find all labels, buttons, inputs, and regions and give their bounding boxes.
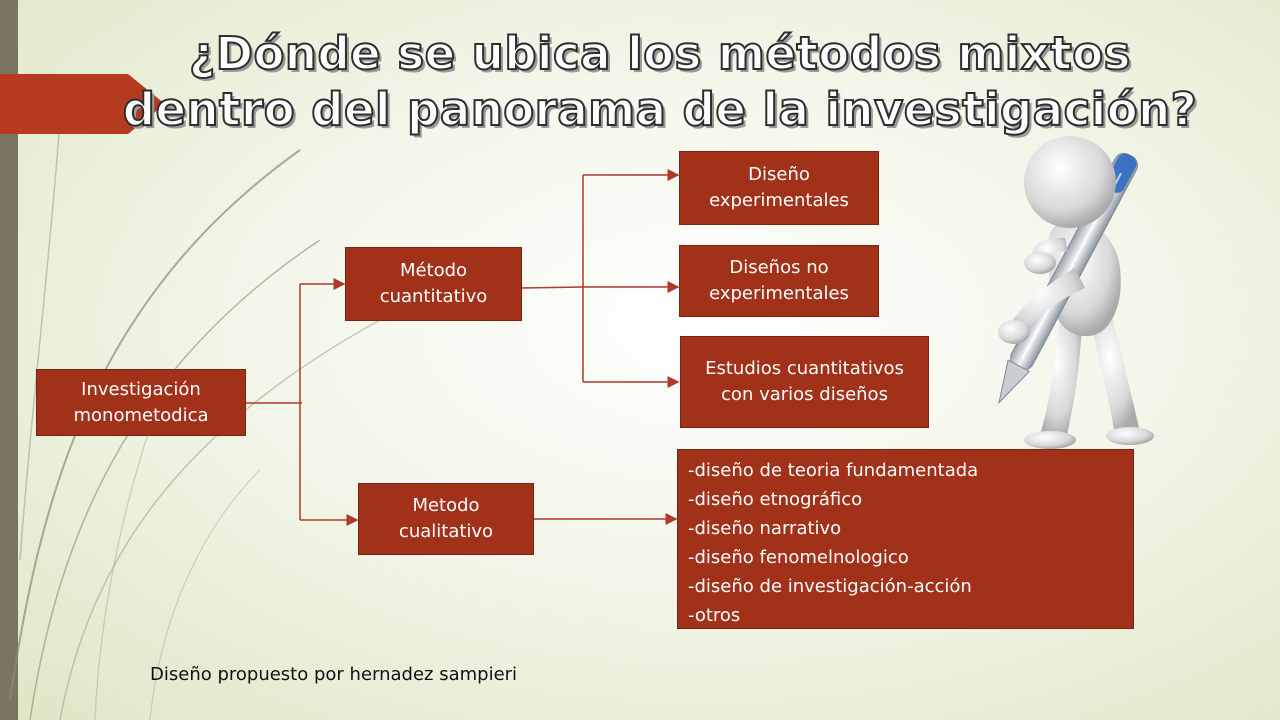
- connector-quant-out: [521, 286, 584, 289]
- quantitative-box: Método cuantitativo: [345, 247, 522, 321]
- qual-design-item: -diseño etnográfico: [688, 489, 863, 510]
- title-line-2: dentro del panorama de la investigación?: [122, 82, 1198, 137]
- multi-design-studies-box: Estudios cuantitativos con varios diseño…: [680, 336, 929, 428]
- qual-design-item: -diseño de teoria fundamentada: [688, 460, 979, 481]
- non-experimental-design-box: Diseños no experimentales: [679, 245, 879, 317]
- accent-arrow-shape: [0, 74, 165, 134]
- qualitative-designs-box: -diseño de teoria fundamentada -diseño e…: [677, 449, 1134, 629]
- qualitative-box: Metodo cualitativo: [358, 483, 534, 555]
- qual-design-item: -diseño fenomelnologico: [688, 547, 909, 568]
- qual-design-item: -otros: [688, 605, 741, 626]
- qual-design-item: -diseño narrativo: [688, 518, 842, 539]
- root-box: Investigación monometodica: [36, 369, 246, 436]
- experimental-design-box: Diseño experimentales: [679, 151, 879, 225]
- title-line-1: ¿Dónde se ubica los métodos mixtos: [188, 26, 1131, 81]
- source-caption: Diseño propuesto por hernadez sampieri: [150, 664, 518, 685]
- 3d-person-with-pen-icon: [998, 136, 1154, 449]
- left-side-bar: [0, 0, 18, 720]
- slide-title: ¿Dónde se ubica los métodos mixtos dentr…: [60, 26, 1260, 138]
- qual-design-item: -diseño de investigación-acción: [688, 576, 972, 597]
